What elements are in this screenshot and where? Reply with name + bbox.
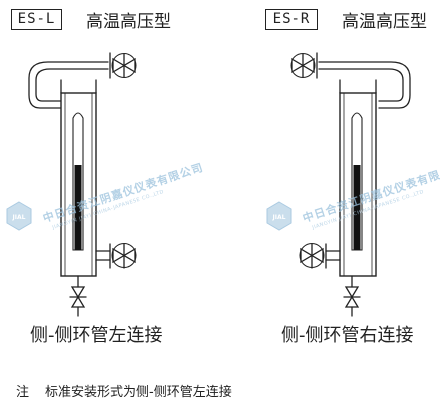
footnote-mark: 注 xyxy=(16,385,30,400)
svg-text:JIAL: JIAL xyxy=(12,214,26,221)
caption-right: 侧-侧环管右连接 xyxy=(281,325,414,346)
model-label-left: ES-L xyxy=(11,9,62,30)
caption-left: 侧-侧环管左连接 xyxy=(30,325,163,346)
valve-icon xyxy=(343,286,361,308)
model-label-right: ES-R xyxy=(265,9,318,30)
valve-icon xyxy=(290,52,318,79)
valve-icon xyxy=(109,243,137,269)
gauge-glass-icon xyxy=(351,112,363,251)
svg-text:中日合资江阴嘉仪仪表有限公司: 中日合资江阴嘉仪仪表有限公司 xyxy=(41,160,205,225)
valve-icon xyxy=(69,286,87,308)
gauge-body-right xyxy=(339,92,377,277)
footnote-text: 标准安装形式为侧-侧环管左连接 xyxy=(45,385,232,400)
valve-icon xyxy=(299,243,327,269)
hexagon-logo-icon: JIAL xyxy=(6,201,32,231)
watermark-left: JIAL 中日合资江阴嘉仪仪表有限公司 JIANGYIN JIAYI CHINA… xyxy=(6,160,205,231)
gauge-glass-icon xyxy=(72,112,84,251)
model-title-left: 高温高压型 xyxy=(86,12,171,32)
valve-icon xyxy=(109,52,137,79)
model-title-right: 高温高压型 xyxy=(342,12,427,32)
right-gauge-assembly xyxy=(290,52,411,317)
left-gauge-assembly xyxy=(28,52,137,317)
hexagon-logo-icon: JIAL xyxy=(266,201,292,231)
svg-text:JIAL: JIAL xyxy=(272,214,286,221)
footnote: 注标准安装形式为侧-侧环管左连接 xyxy=(16,381,232,400)
